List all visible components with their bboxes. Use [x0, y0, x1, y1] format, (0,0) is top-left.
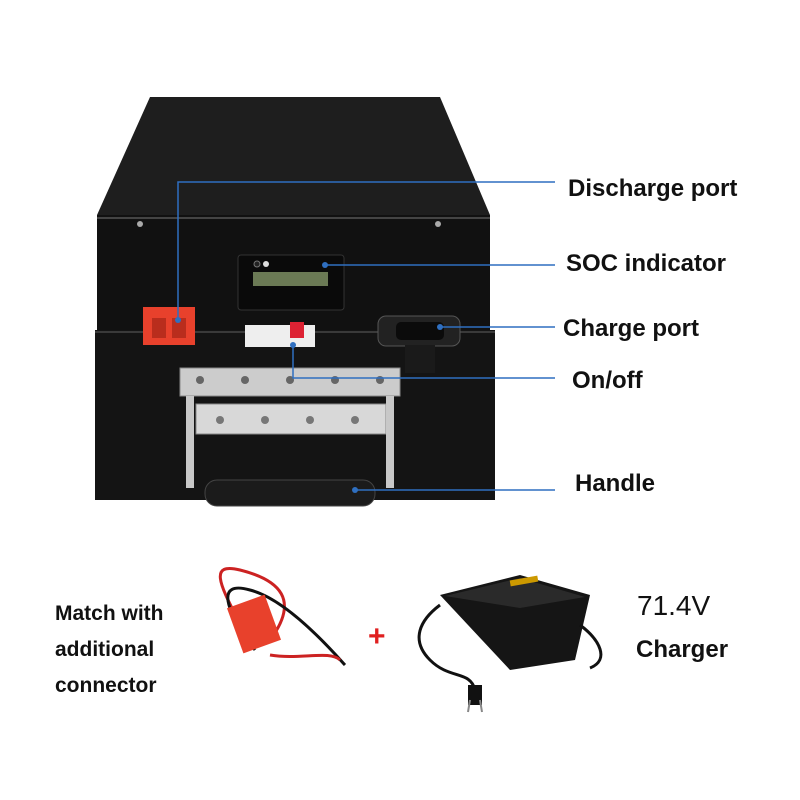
discharge-port-connector: [143, 307, 195, 345]
connector-caption-line: Match with: [55, 602, 164, 625]
charge-port: [377, 315, 461, 373]
charger-label: Charger: [636, 636, 729, 663]
handle: [179, 367, 401, 507]
on-off-switch: [245, 322, 315, 347]
charger-voltage: 71.4V: [637, 590, 711, 621]
soc-indicator-display: [237, 254, 345, 311]
label-handle: Handle: [575, 470, 656, 497]
callout-lines: [177, 181, 555, 491]
connector-caption: Match with additional connector: [55, 596, 164, 704]
label-discharge-port: Discharge port: [568, 175, 738, 202]
connector-caption-line: connector: [55, 674, 157, 697]
label-charge-port: Charge port: [563, 315, 700, 342]
battery-top-face: [97, 97, 490, 215]
charger: [417, 575, 603, 713]
label-on-off: On/off: [572, 367, 643, 394]
plus-sign: +: [368, 620, 386, 653]
connector-plug: [226, 594, 282, 654]
connector-caption-line: additional: [55, 638, 155, 661]
label-soc-indicator: SOC indicator: [566, 250, 727, 277]
